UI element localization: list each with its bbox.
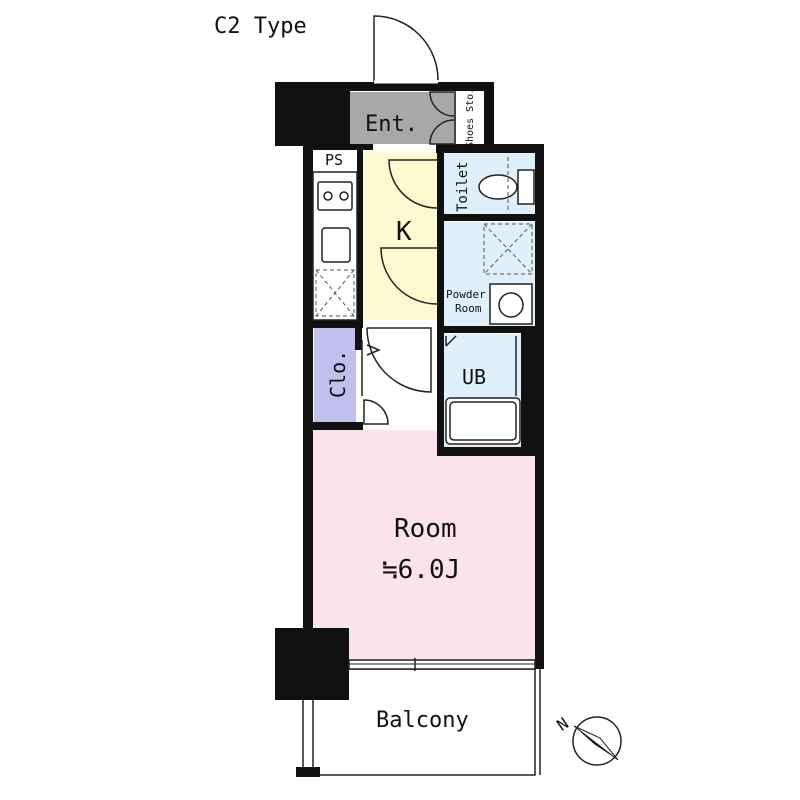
- unit-bath-label: UB: [462, 365, 486, 389]
- wash-basin: [489, 283, 533, 325]
- front-door: [373, 15, 439, 84]
- shoes-storage-area: [456, 90, 484, 145]
- ps-label: PS: [325, 151, 343, 169]
- closet-door: [363, 399, 389, 425]
- washer-space: [483, 223, 533, 275]
- toilet-label: Toilet: [455, 161, 471, 212]
- balcony-label: Balcony: [376, 708, 469, 733]
- plan-type-label: C2 Type: [214, 14, 307, 39]
- shoes-storage-doors: [429, 91, 456, 145]
- kitchen-counter: [312, 171, 358, 321]
- kitchen-area: [362, 152, 438, 320]
- powder-room-label-line2: Room: [455, 302, 482, 315]
- kitchen-label: K: [396, 217, 412, 247]
- walls: [275, 82, 544, 777]
- compass-north-label: N: [553, 714, 572, 735]
- compass: N: [553, 714, 622, 766]
- room-size-label: ≒6.0J: [382, 555, 460, 585]
- toilet-fixture: [478, 157, 535, 212]
- room-door: [361, 327, 432, 396]
- shoes-storage-label: Shoes Sto.: [465, 88, 476, 148]
- bathtub: [445, 397, 521, 445]
- entrance-label: Ent.: [365, 112, 418, 137]
- closet-area: [314, 328, 356, 423]
- powder-room-label-line1: Powder: [446, 288, 486, 301]
- room-label: Room: [394, 514, 457, 544]
- ps-area: [310, 148, 362, 172]
- balcony-window: [348, 658, 536, 671]
- entrance-area: [350, 92, 456, 144]
- room-area: [310, 430, 535, 662]
- toilet-door: [388, 159, 438, 209]
- powder-room-door: [380, 247, 438, 305]
- unit-bath-door: [445, 335, 517, 396]
- closet-label: Clo.: [326, 350, 350, 398]
